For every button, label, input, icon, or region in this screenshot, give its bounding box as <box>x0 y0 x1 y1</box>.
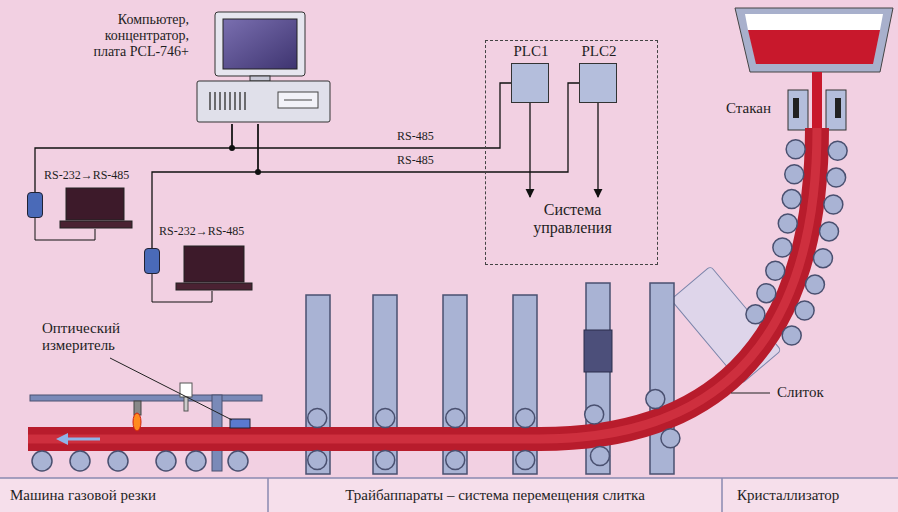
section-divider <box>721 478 723 512</box>
ladle <box>735 8 893 72</box>
roller <box>746 305 765 324</box>
roller <box>782 326 801 345</box>
cutter-rail <box>30 395 262 401</box>
plc-box: PLC1 <box>511 63 549 103</box>
connector <box>152 124 258 248</box>
roller <box>308 451 327 470</box>
roller <box>795 301 814 320</box>
roller <box>376 409 395 428</box>
roller <box>516 409 535 428</box>
roller <box>820 222 839 241</box>
drive-slot <box>284 100 312 101</box>
section-label: Кристаллизатор <box>735 487 841 504</box>
node-text: PLC1 <box>506 43 556 60</box>
node-text: Система управления <box>514 201 631 238</box>
nozzle-block <box>788 90 808 130</box>
connector <box>232 83 511 148</box>
roller <box>766 261 785 280</box>
roller <box>785 165 804 184</box>
converter: RS-232→RS-485 <box>27 192 43 218</box>
monitor-neck <box>250 76 270 81</box>
ladle-slag <box>745 14 883 30</box>
system-unit <box>197 81 330 122</box>
roller <box>828 141 847 160</box>
part-label: Оптический измеритель <box>40 320 144 355</box>
signal-label: RS-485 <box>395 154 436 168</box>
motion-arrow <box>66 438 100 441</box>
section-divider <box>267 478 269 512</box>
connector <box>597 103 598 197</box>
roller <box>661 429 680 448</box>
roller <box>782 190 801 209</box>
motion-arrowhead <box>56 433 68 445</box>
roller <box>308 409 327 428</box>
roller <box>805 275 824 294</box>
part-label: Слиток <box>775 384 826 401</box>
optical-sensor <box>230 419 250 428</box>
signal-label: RS-485 <box>395 130 436 144</box>
nozzle-detail <box>835 98 841 118</box>
table-rollers <box>32 451 248 471</box>
drive-bay <box>278 92 318 108</box>
monitor-screen <box>223 19 297 69</box>
torch-flame <box>133 413 141 431</box>
ladle-melt <box>748 30 880 64</box>
strand-highlight <box>28 128 817 439</box>
nozzle-detail <box>793 98 799 118</box>
floor-line <box>0 477 898 479</box>
roller <box>376 451 395 470</box>
roller <box>446 409 465 428</box>
roller <box>446 451 465 470</box>
roller <box>516 451 535 470</box>
drive-block <box>584 330 612 372</box>
roller <box>646 390 665 409</box>
nozzle-block <box>826 90 846 130</box>
roller <box>824 195 843 214</box>
roller <box>773 238 792 257</box>
node-text: PLC2 <box>574 43 624 60</box>
unit-slots <box>210 92 245 110</box>
roller <box>786 140 805 159</box>
leader-line <box>731 393 770 394</box>
guide-rollers <box>308 140 847 470</box>
node-text: RS-232→RS-485 <box>159 225 244 239</box>
part-label: Стакан <box>724 100 773 117</box>
converter: RS-232→RS-485 <box>144 248 160 274</box>
connector <box>35 124 232 192</box>
plc-box: PLC2 <box>579 63 617 103</box>
roller <box>590 447 609 466</box>
connector <box>529 103 530 197</box>
laptop-screen <box>184 246 244 282</box>
roller <box>757 284 776 303</box>
roller <box>813 249 832 268</box>
section-bar <box>0 478 898 512</box>
section-label: Машина газовой резки <box>8 487 158 504</box>
laptop-base <box>60 221 132 228</box>
leader-line <box>110 358 232 420</box>
roller <box>585 405 604 424</box>
node-text: RS-232→RS-485 <box>44 169 129 183</box>
monitor <box>215 12 305 76</box>
laptop-screen <box>66 188 124 220</box>
computer: Компьютер, концентратор, плата PCL-746+ <box>195 10 332 124</box>
strand <box>28 128 817 439</box>
roller <box>778 214 797 233</box>
pouring-stream <box>812 72 822 132</box>
laptop-base <box>176 283 252 290</box>
node-text: Компьютер, концентратор, плата PCL-746+ <box>73 12 189 60</box>
carriage-stem <box>184 397 188 411</box>
control-system-group: PLC1PLC2Система управления <box>485 40 658 265</box>
section-label: Трайбаппараты – система перемещения слит… <box>343 487 647 504</box>
roller <box>827 168 846 187</box>
